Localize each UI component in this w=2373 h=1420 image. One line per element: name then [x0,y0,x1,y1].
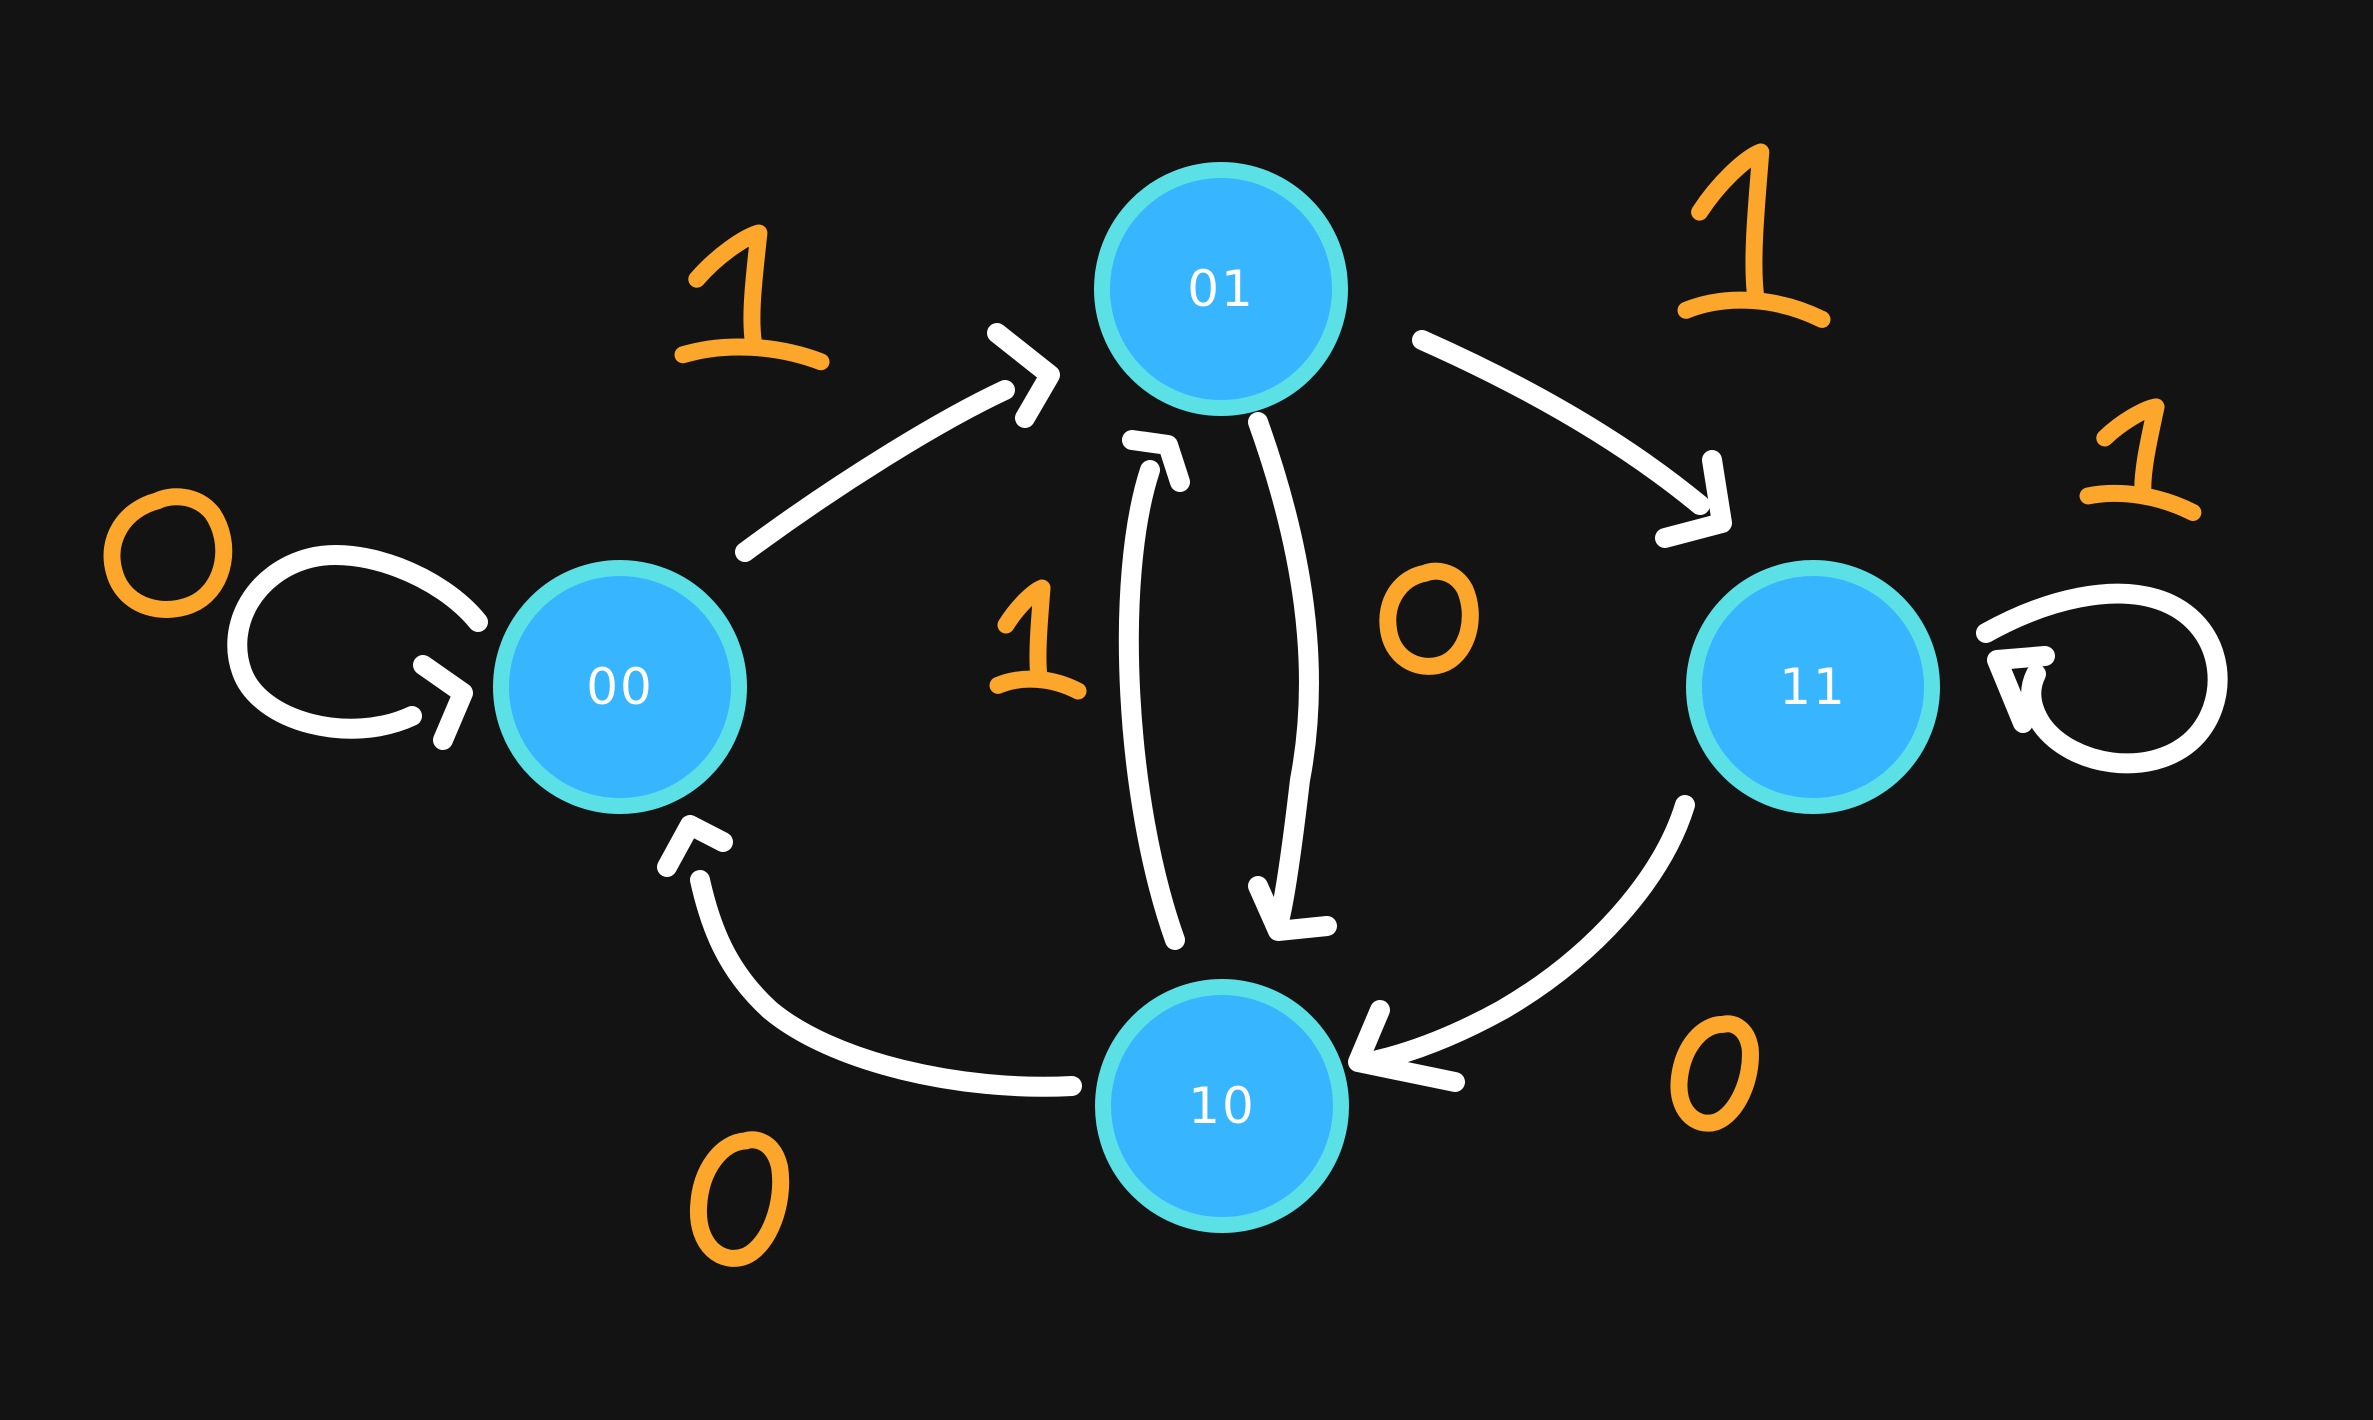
transition-11-to-10[interactable] [1348,795,1695,1092]
arrow-curve [1118,460,1185,950]
arrowhead-icon [987,323,1060,428]
state-circle-01 [1094,162,1348,416]
transition-label-00-01[interactable] [674,224,830,371]
transition-arrows-layer [227,323,2228,1097]
transition-01-to-10[interactable] [1248,412,1337,941]
arrowhead-icon [1987,646,2055,733]
arrowhead-icon [1655,450,1732,548]
transition-label-10-00[interactable] [690,1131,790,1267]
state-nodes-layer: 00 01 11 10 [493,162,1940,1233]
state-label-10: 10 [1188,1077,1256,1135]
arrow-curve [1248,412,1319,935]
transition-10-to-01[interactable] [1118,430,1190,950]
handwritten-digit-1 [688,224,768,351]
transition-label-01-11[interactable] [1677,143,1831,328]
arrowhead-icon [657,815,733,877]
arrow-curve [1368,795,1695,1070]
handwritten-digit-0 [103,488,233,618]
state-circle-00 [493,560,747,814]
transition-label-10-01[interactable] [989,579,1087,700]
arrowhead-icon [1348,1000,1465,1092]
state-circle-10 [1095,979,1349,1233]
arrow-curve [1412,330,1710,515]
arrow-curve [1976,583,2228,774]
state-label-01: 01 [1187,260,1255,318]
state-label-11: 11 [1779,658,1847,716]
handwritten-digit-1 [2096,398,2165,501]
transition-00-to-00[interactable] [227,545,488,750]
transition-label-11-10[interactable] [1670,1015,1760,1132]
handwritten-digit-1 [1677,291,1831,328]
handwritten-digit-1 [997,579,1051,684]
transition-label-00-00[interactable] [103,488,233,618]
handwritten-digit-0 [690,1131,790,1267]
arrow-curve [227,545,488,739]
arrow-curve [735,380,1015,562]
handwritten-digit-1 [1691,143,1770,303]
arrowhead-icon [1122,430,1190,492]
arrowhead-icon [413,655,473,750]
state-node-00[interactable]: 00 [493,560,747,814]
transition-labels-layer [103,143,2203,1267]
transition-10-to-00[interactable] [657,815,1082,1097]
state-node-11[interactable]: 11 [1686,560,1940,814]
transition-01-to-11[interactable] [1412,330,1732,548]
handwritten-digit-1 [989,670,1087,700]
arrowhead-icon [1248,876,1337,941]
transition-11-to-11[interactable] [1976,583,2228,774]
handwritten-digit-0 [1670,1015,1759,1132]
arrow-curve [690,870,1082,1097]
transition-label-11-11[interactable] [2079,398,2203,521]
transition-00-to-01[interactable] [735,323,1060,562]
state-circle-11 [1686,560,1940,814]
handwritten-digit-0 [1379,562,1479,675]
handwritten-digit-1 [674,338,830,371]
state-label-00: 00 [586,658,654,716]
state-node-01[interactable]: 01 [1094,162,1348,416]
handwritten-digit-1 [2079,484,2202,521]
transition-label-01-10[interactable] [1379,562,1479,675]
state-node-10[interactable]: 10 [1095,979,1349,1233]
